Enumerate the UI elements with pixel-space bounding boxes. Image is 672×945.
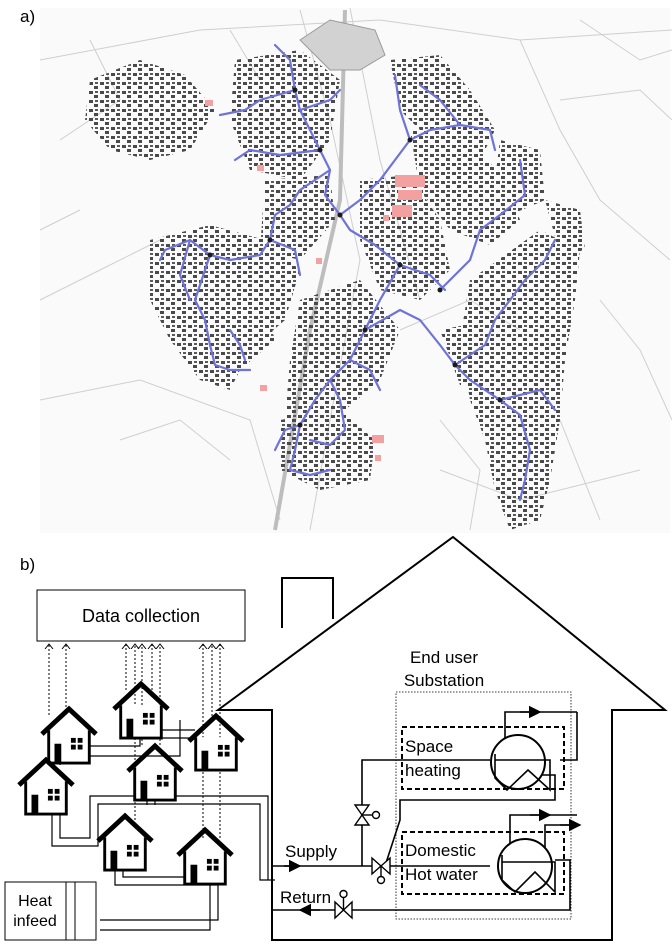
highlighted-buildings bbox=[205, 100, 425, 461]
space-heating-box bbox=[401, 726, 565, 790]
industrial-building bbox=[299, 19, 386, 71]
supply-label: Supply bbox=[285, 842, 337, 861]
heat-infeed-label-2: infeed bbox=[13, 913, 57, 930]
data-collection-box: Data collection bbox=[36, 589, 246, 642]
heat-infeed-label-1: Heat bbox=[18, 893, 52, 910]
valve-icon bbox=[353, 804, 381, 826]
valve-icons bbox=[334, 804, 391, 920]
house-icon bbox=[42, 709, 96, 763]
substation-label-2: Substation bbox=[404, 671, 484, 690]
space-heating-label-1: Space bbox=[405, 737, 453, 756]
pipe-network bbox=[158, 43, 557, 502]
building-clusters bbox=[85, 50, 585, 530]
house-icon bbox=[128, 746, 182, 800]
house-icon bbox=[178, 830, 232, 884]
data-collection-label: Data collection bbox=[82, 606, 200, 626]
valve-icon bbox=[334, 889, 353, 920]
substation-label-1: End user bbox=[410, 648, 478, 667]
return-label: Return bbox=[280, 888, 331, 907]
space-heating-label-2: heating bbox=[405, 761, 461, 780]
domestic-hot-water-exchanger bbox=[497, 838, 556, 894]
domestic-hot-water-box bbox=[401, 831, 565, 895]
panel-b: b) Data collection bbox=[4, 535, 668, 941]
panel-a: a) bbox=[20, 7, 672, 533]
domestic-hot-water-label-2: Hot water bbox=[405, 865, 478, 884]
valve-icon bbox=[371, 856, 391, 885]
substation-box bbox=[395, 691, 572, 920]
heat-infeed-box: Heat infeed bbox=[4, 881, 97, 941]
domestic-hot-water-label-1: Domestic bbox=[405, 841, 476, 860]
house-icon bbox=[98, 816, 152, 870]
house-icon bbox=[189, 716, 243, 770]
panel-a-label: a) bbox=[20, 7, 35, 26]
space-heating-exchanger bbox=[490, 734, 551, 792]
district-map bbox=[39, 7, 672, 533]
end-user-house bbox=[214, 535, 668, 941]
pipe-junctions bbox=[207, 87, 503, 428]
panel-b-label: b) bbox=[20, 555, 35, 574]
house-icon bbox=[19, 760, 73, 814]
house-icons bbox=[19, 684, 243, 884]
